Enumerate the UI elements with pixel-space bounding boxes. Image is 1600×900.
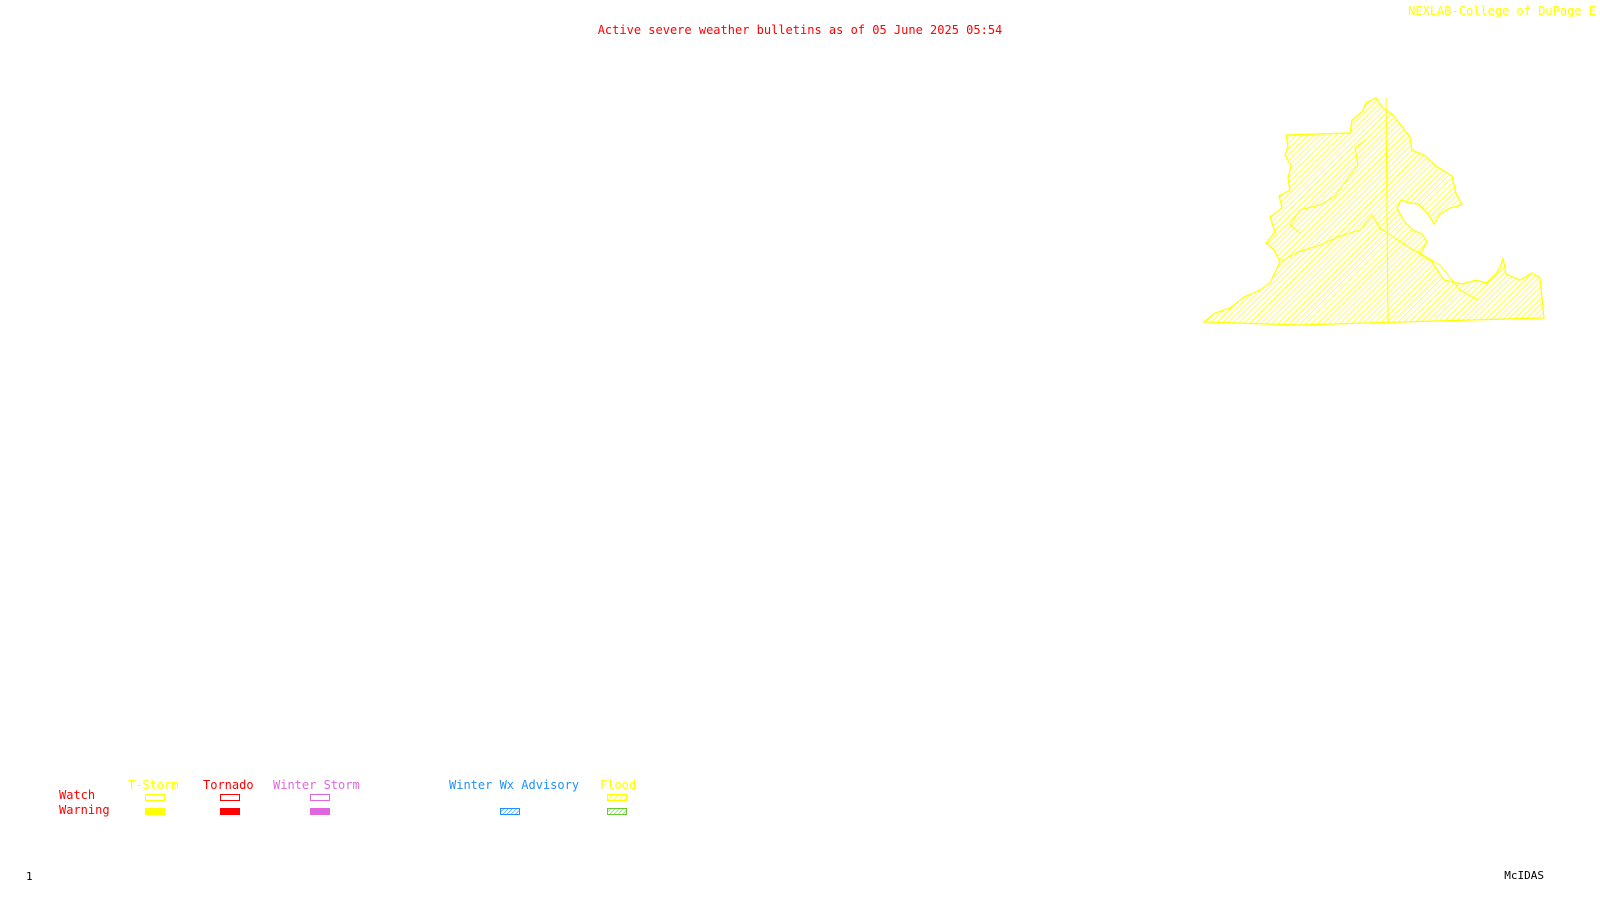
legend-tornado-watch-swatch [220, 794, 240, 801]
legend-winter-storm-watch-swatch [310, 794, 330, 801]
map-title: Active severe weather bulletins as of 05… [597, 23, 1003, 37]
legend-winter-storm-warning-swatch [310, 808, 330, 815]
virginia-outline [1202, 97, 1545, 326]
legend-tornado-warning-swatch [220, 808, 240, 815]
frame-number: 1 [26, 870, 33, 883]
virginia-flood-watch-region [1202, 97, 1545, 326]
legend-tornado-label: Tornado [203, 778, 254, 792]
virginia-inner-boundaries [1279, 97, 1479, 323]
legend-flood-watch-swatch [607, 794, 627, 801]
source-credit: NEXLAB-College of DuPage E [1408, 4, 1596, 18]
legend-tstorm-warning-swatch [145, 808, 165, 815]
software-label: McIDAS [1504, 869, 1544, 882]
legend-winter-storm-label: Winter Storm [273, 778, 360, 792]
legend-winter-wx-advisory-label: Winter Wx Advisory [449, 778, 580, 792]
legend-warning-row-label: Warning [59, 803, 110, 817]
legend-winter-wx-advisory-swatch [500, 808, 520, 815]
legend-flood-warning-swatch [607, 808, 627, 815]
legend-tstorm-label: T-Storm [128, 778, 179, 792]
legend-tstorm-watch-swatch [145, 794, 165, 801]
legend-flood-label: Flood [600, 778, 637, 792]
legend-watch-row-label: Watch [59, 788, 96, 802]
